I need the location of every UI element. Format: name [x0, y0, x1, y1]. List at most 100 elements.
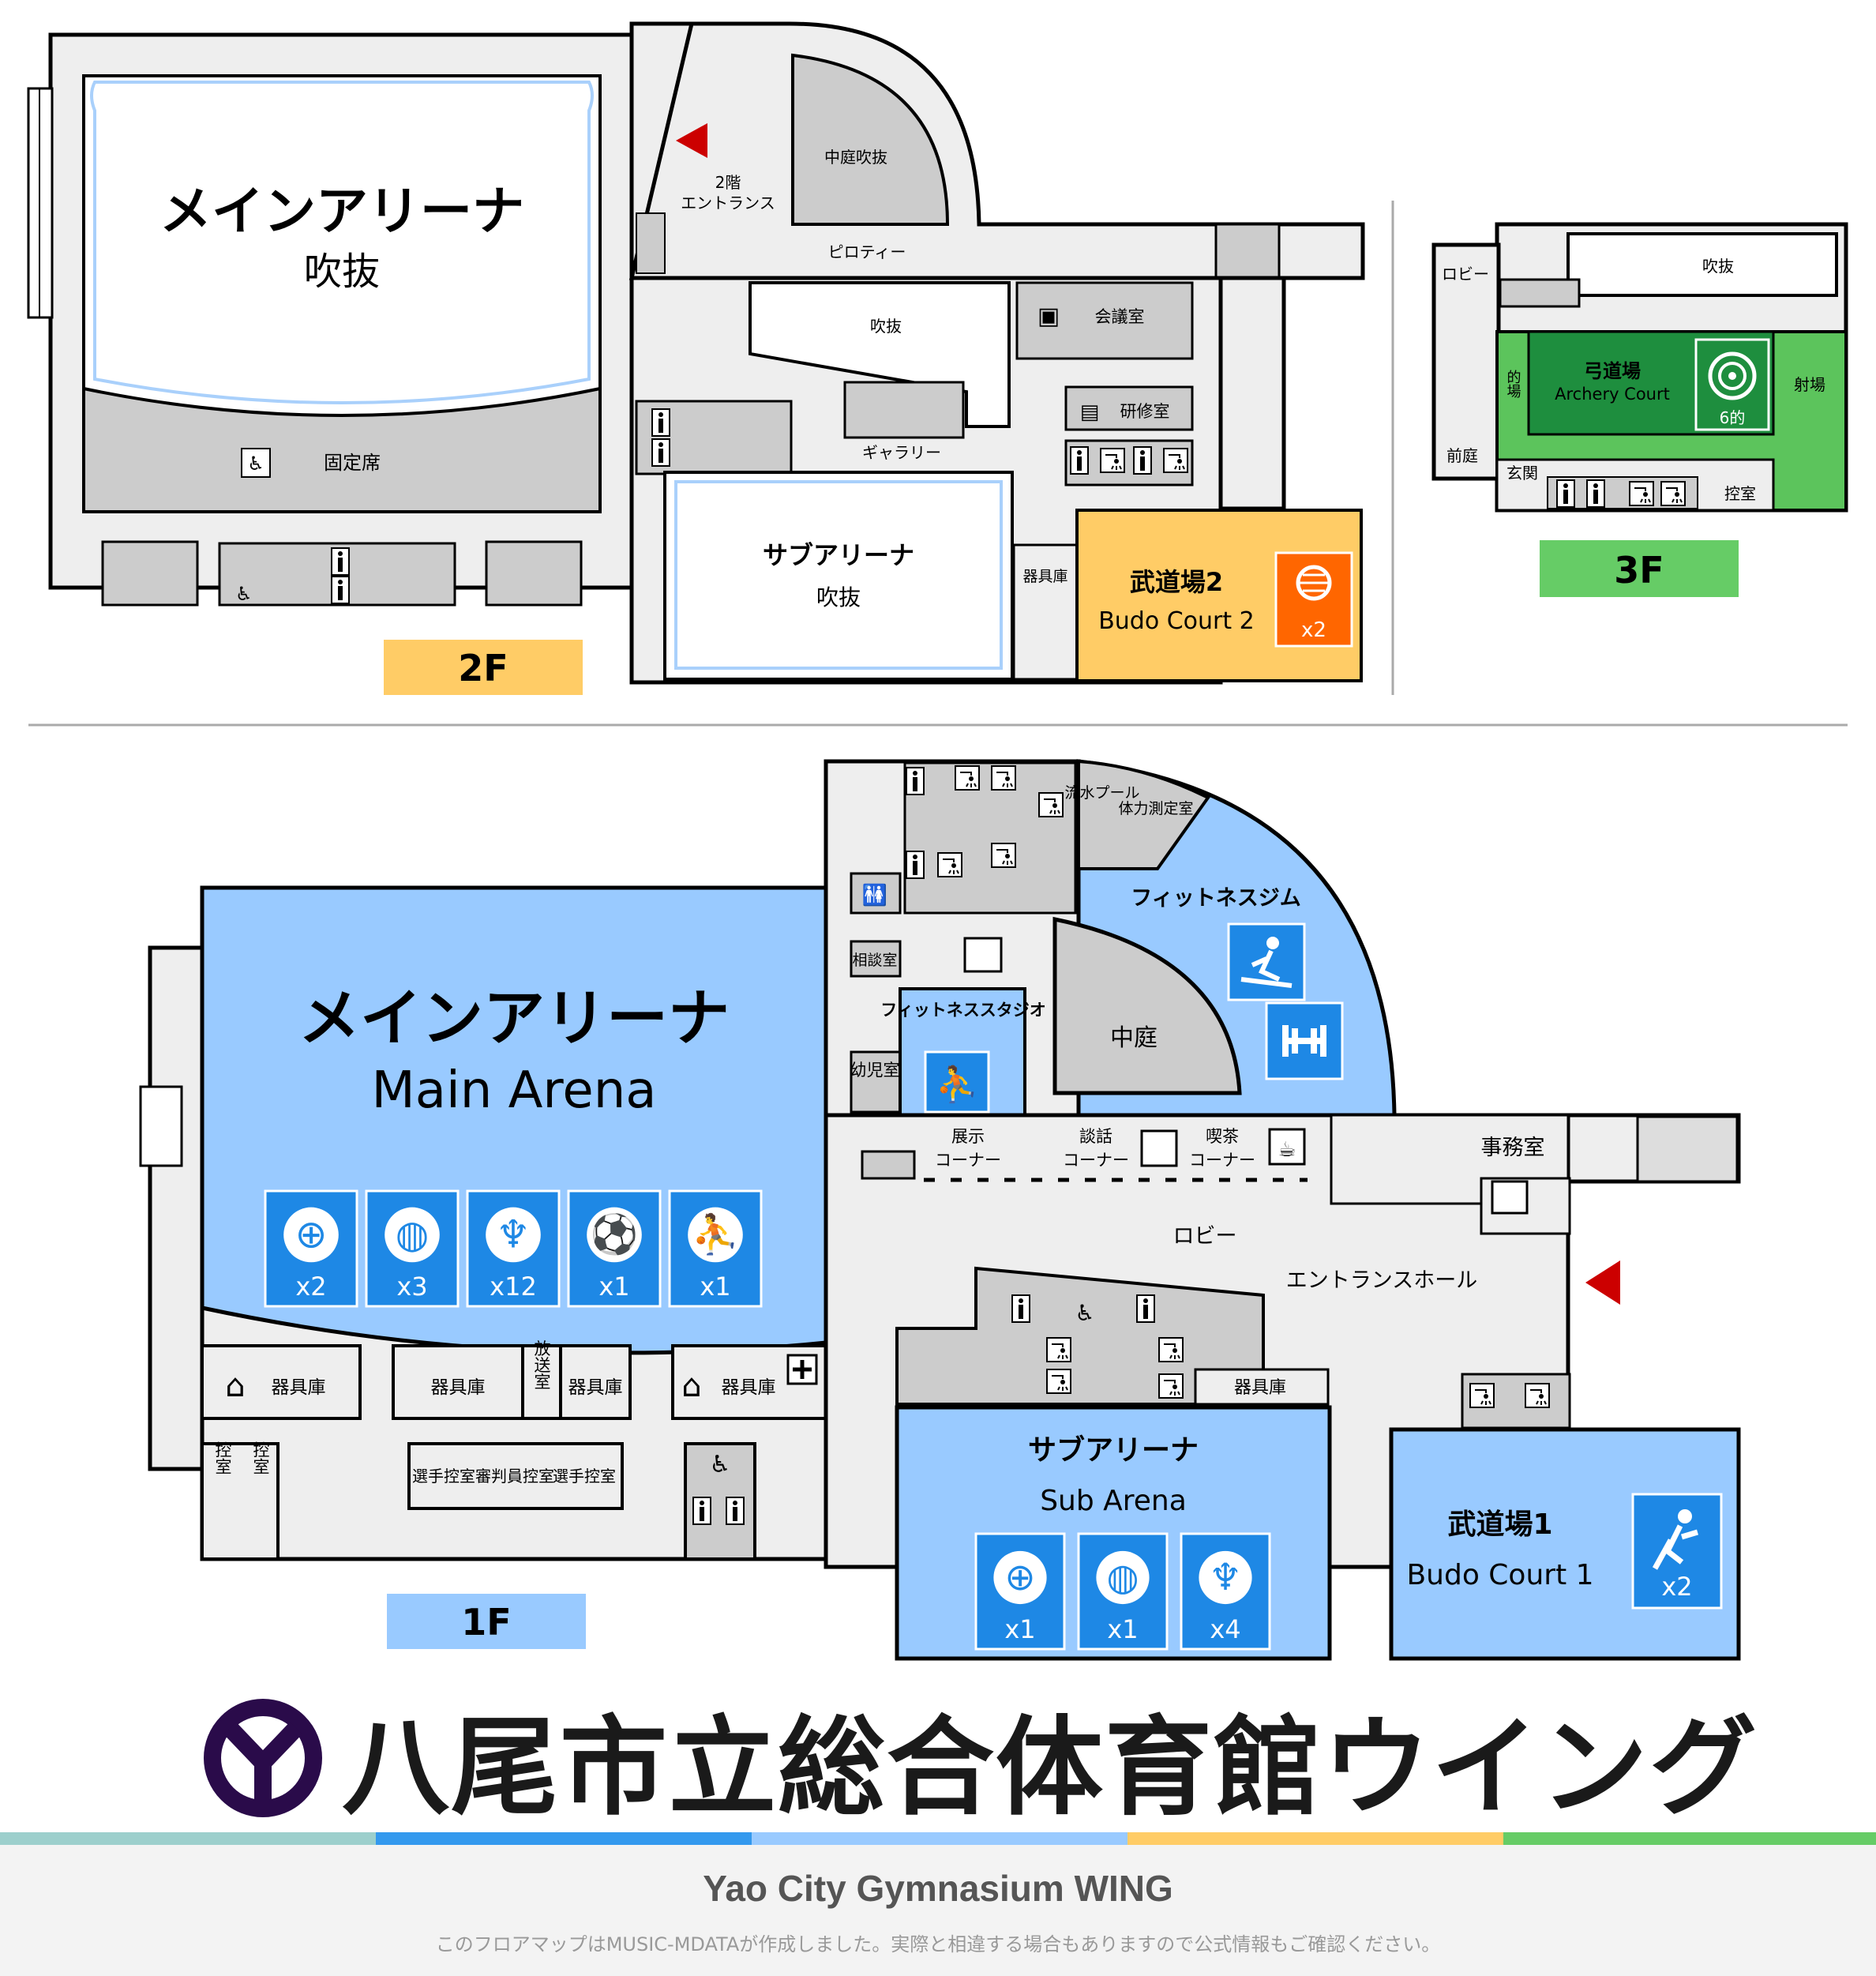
- f3-waiting-room-label: 控室: [1724, 484, 1756, 503]
- shower-icon: [1629, 481, 1654, 506]
- f1-cafe-label-1: 喫茶: [1206, 1127, 1239, 1146]
- f3-target-area-label: 的場: [1505, 370, 1521, 399]
- shower-icon: [991, 765, 1016, 791]
- f2-entrance-arrow: [676, 123, 707, 158]
- sport-count: x1: [700, 1272, 730, 1302]
- shower-icon: [1525, 1383, 1550, 1408]
- f3-targets-count: 6的: [1720, 408, 1746, 427]
- lecture-icon: ▤: [1080, 400, 1100, 424]
- toilet-icon: [1133, 446, 1152, 475]
- f2-sub-arena-void-label: 吹抜: [816, 584, 861, 610]
- reception-icon: [963, 937, 1003, 973]
- f3-void: [1566, 232, 1838, 297]
- f2-sub-arena: [663, 471, 1014, 681]
- footer-strip-3: [752, 1832, 1127, 1845]
- f2-budo2-label: 武道場2: [1130, 567, 1223, 597]
- toilet-icon: [692, 1497, 711, 1525]
- shower-icon: [937, 852, 962, 877]
- f2-training-room: [1064, 385, 1194, 431]
- f2-void-label: 吹抜: [870, 317, 902, 336]
- shower-icon: [991, 843, 1016, 868]
- f2-sub-arena-label: サブアリーナ: [763, 540, 914, 570]
- f1-sub-sports-icons: ⊕x1◍x1♆x4: [974, 1532, 1271, 1651]
- f1-waiting-1-label: 控室: [213, 1441, 232, 1474]
- sport-count: x2: [295, 1272, 326, 1302]
- footer-title: Yao City Gymnasium WING: [703, 1868, 1173, 1909]
- f1-storage-5-label: 器具庫: [1234, 1378, 1286, 1398]
- toilet-icon: [1136, 1294, 1155, 1323]
- shower-icon: [1158, 1337, 1184, 1362]
- floor-label-1f: 1F: [461, 1601, 511, 1644]
- f2-gallery-label: ギャラリー: [862, 443, 941, 462]
- shower-icon: [1469, 1383, 1495, 1408]
- shower-icon: [1046, 1337, 1071, 1362]
- floor-label-3f: 3F: [1614, 549, 1664, 592]
- f1-main-arena-en-label: Main Arena: [372, 1061, 657, 1120]
- f1-main-arena-label: メインアリーナ: [298, 983, 730, 1054]
- footer-strip-2: [376, 1832, 752, 1845]
- f1-storage-2-label: 器具庫: [431, 1377, 486, 1398]
- shower-icon: [1100, 448, 1125, 473]
- f1-exhibit-label-1: 展示: [951, 1127, 985, 1146]
- f3-lobby-label: ロビー: [1442, 265, 1489, 284]
- sport-count: x12: [490, 1272, 537, 1302]
- reception-icon: [1491, 1180, 1529, 1215]
- floor-label-1f-bg: [387, 1594, 586, 1649]
- toilet-icon: 🚻: [862, 883, 887, 907]
- svg-text:⚽: ⚽: [589, 1212, 639, 1257]
- toilet-icon: [651, 408, 670, 437]
- sport-count: x4: [1210, 1614, 1240, 1644]
- svg-text:◍: ◍: [1106, 1556, 1139, 1599]
- floor-label-2f-bg: [384, 640, 583, 695]
- badminton-icon: ♆ x12: [466, 1189, 561, 1308]
- floor-3f: 吹抜 ロビー 弓道場 Archery Court 6的 的場 射場 前庭 玄関 …: [1431, 222, 1848, 597]
- toilet-icon: [331, 547, 350, 576]
- facility-title: 八尾市立総合体育館ウイング: [342, 1705, 1758, 1831]
- f1-storage-1-label: 器具庫: [272, 1377, 326, 1398]
- f2-main-arena-void: [82, 74, 602, 417]
- f3-front-garden-label: 前庭: [1446, 446, 1478, 465]
- f1-fitness-studio-label: フィットネススタジオ: [880, 1001, 1046, 1020]
- shower-icon: [1158, 1373, 1184, 1399]
- footer-strip-4: [1127, 1832, 1503, 1845]
- yao-city-emblem-icon: [204, 1699, 322, 1817]
- toilet-icon: [651, 438, 670, 467]
- f1-waiting-2-label: 控室: [251, 1441, 270, 1474]
- basketball-icon: ⊕x2: [264, 1189, 358, 1308]
- shower-icon: [955, 765, 980, 791]
- toilet-icon: [726, 1497, 745, 1525]
- f2-courtyard-void-label: 中庭吹抜: [824, 148, 887, 167]
- f1-cafe-label-2: コーナー: [1189, 1151, 1255, 1170]
- f1-chat-label-1: 談話: [1079, 1127, 1112, 1146]
- f1-flowing-pool-label: 流水プール: [1064, 784, 1139, 802]
- sport-count: x3: [396, 1272, 427, 1302]
- floor-1f: メインアリーナ Main Arena ⊕x2◍x3♆x12⚽x1⛹x1 ⌂ 器具…: [139, 759, 1741, 1661]
- judo-icon: [1631, 1493, 1723, 1610]
- footer-strip-1: [0, 1832, 376, 1845]
- svg-text:♆: ♆: [1209, 1556, 1242, 1599]
- f1-courtyard: [1052, 916, 1242, 1095]
- f1-fitness-gym-label: フィットネスジム: [1131, 886, 1300, 911]
- f1-courtyard-label: 中庭: [1110, 1024, 1157, 1052]
- svg-text:♆: ♆: [496, 1213, 531, 1257]
- f2-meeting-room-label: 会議室: [1095, 307, 1145, 326]
- badminton-icon: ♆ x4: [1180, 1532, 1271, 1651]
- storage-icon: ⌂: [681, 1368, 701, 1404]
- f1-main-sports-icons: ⊕x2◍x3♆x12⚽x1⛹x1: [264, 1189, 763, 1308]
- meeting-icon: ▣: [1037, 302, 1060, 330]
- sport-count: x1: [1004, 1614, 1035, 1644]
- f1-lobby-label: ロビー: [1173, 1224, 1237, 1249]
- f1-budo1-label: 武道場1: [1447, 1508, 1552, 1541]
- handball-icon: ⛹x1: [668, 1189, 763, 1308]
- f2-entrance-label-2: エントランス: [681, 193, 775, 212]
- shower-icon: [1038, 792, 1064, 817]
- f3-archery-en-label: Archery Court: [1555, 385, 1670, 404]
- svg-text:⊕: ⊕: [1004, 1556, 1035, 1599]
- f2-entrance-label-1: 2階: [715, 173, 741, 192]
- f1-consultation-label: 相談室: [852, 952, 897, 969]
- cafe-icon: [1268, 1128, 1306, 1166]
- f1-referee-waiting-label: 審判員控室: [475, 1467, 554, 1486]
- f1-sub-arena-en-label: Sub Arena: [1040, 1485, 1187, 1517]
- f1-nursery-label: 幼児室: [850, 1061, 900, 1080]
